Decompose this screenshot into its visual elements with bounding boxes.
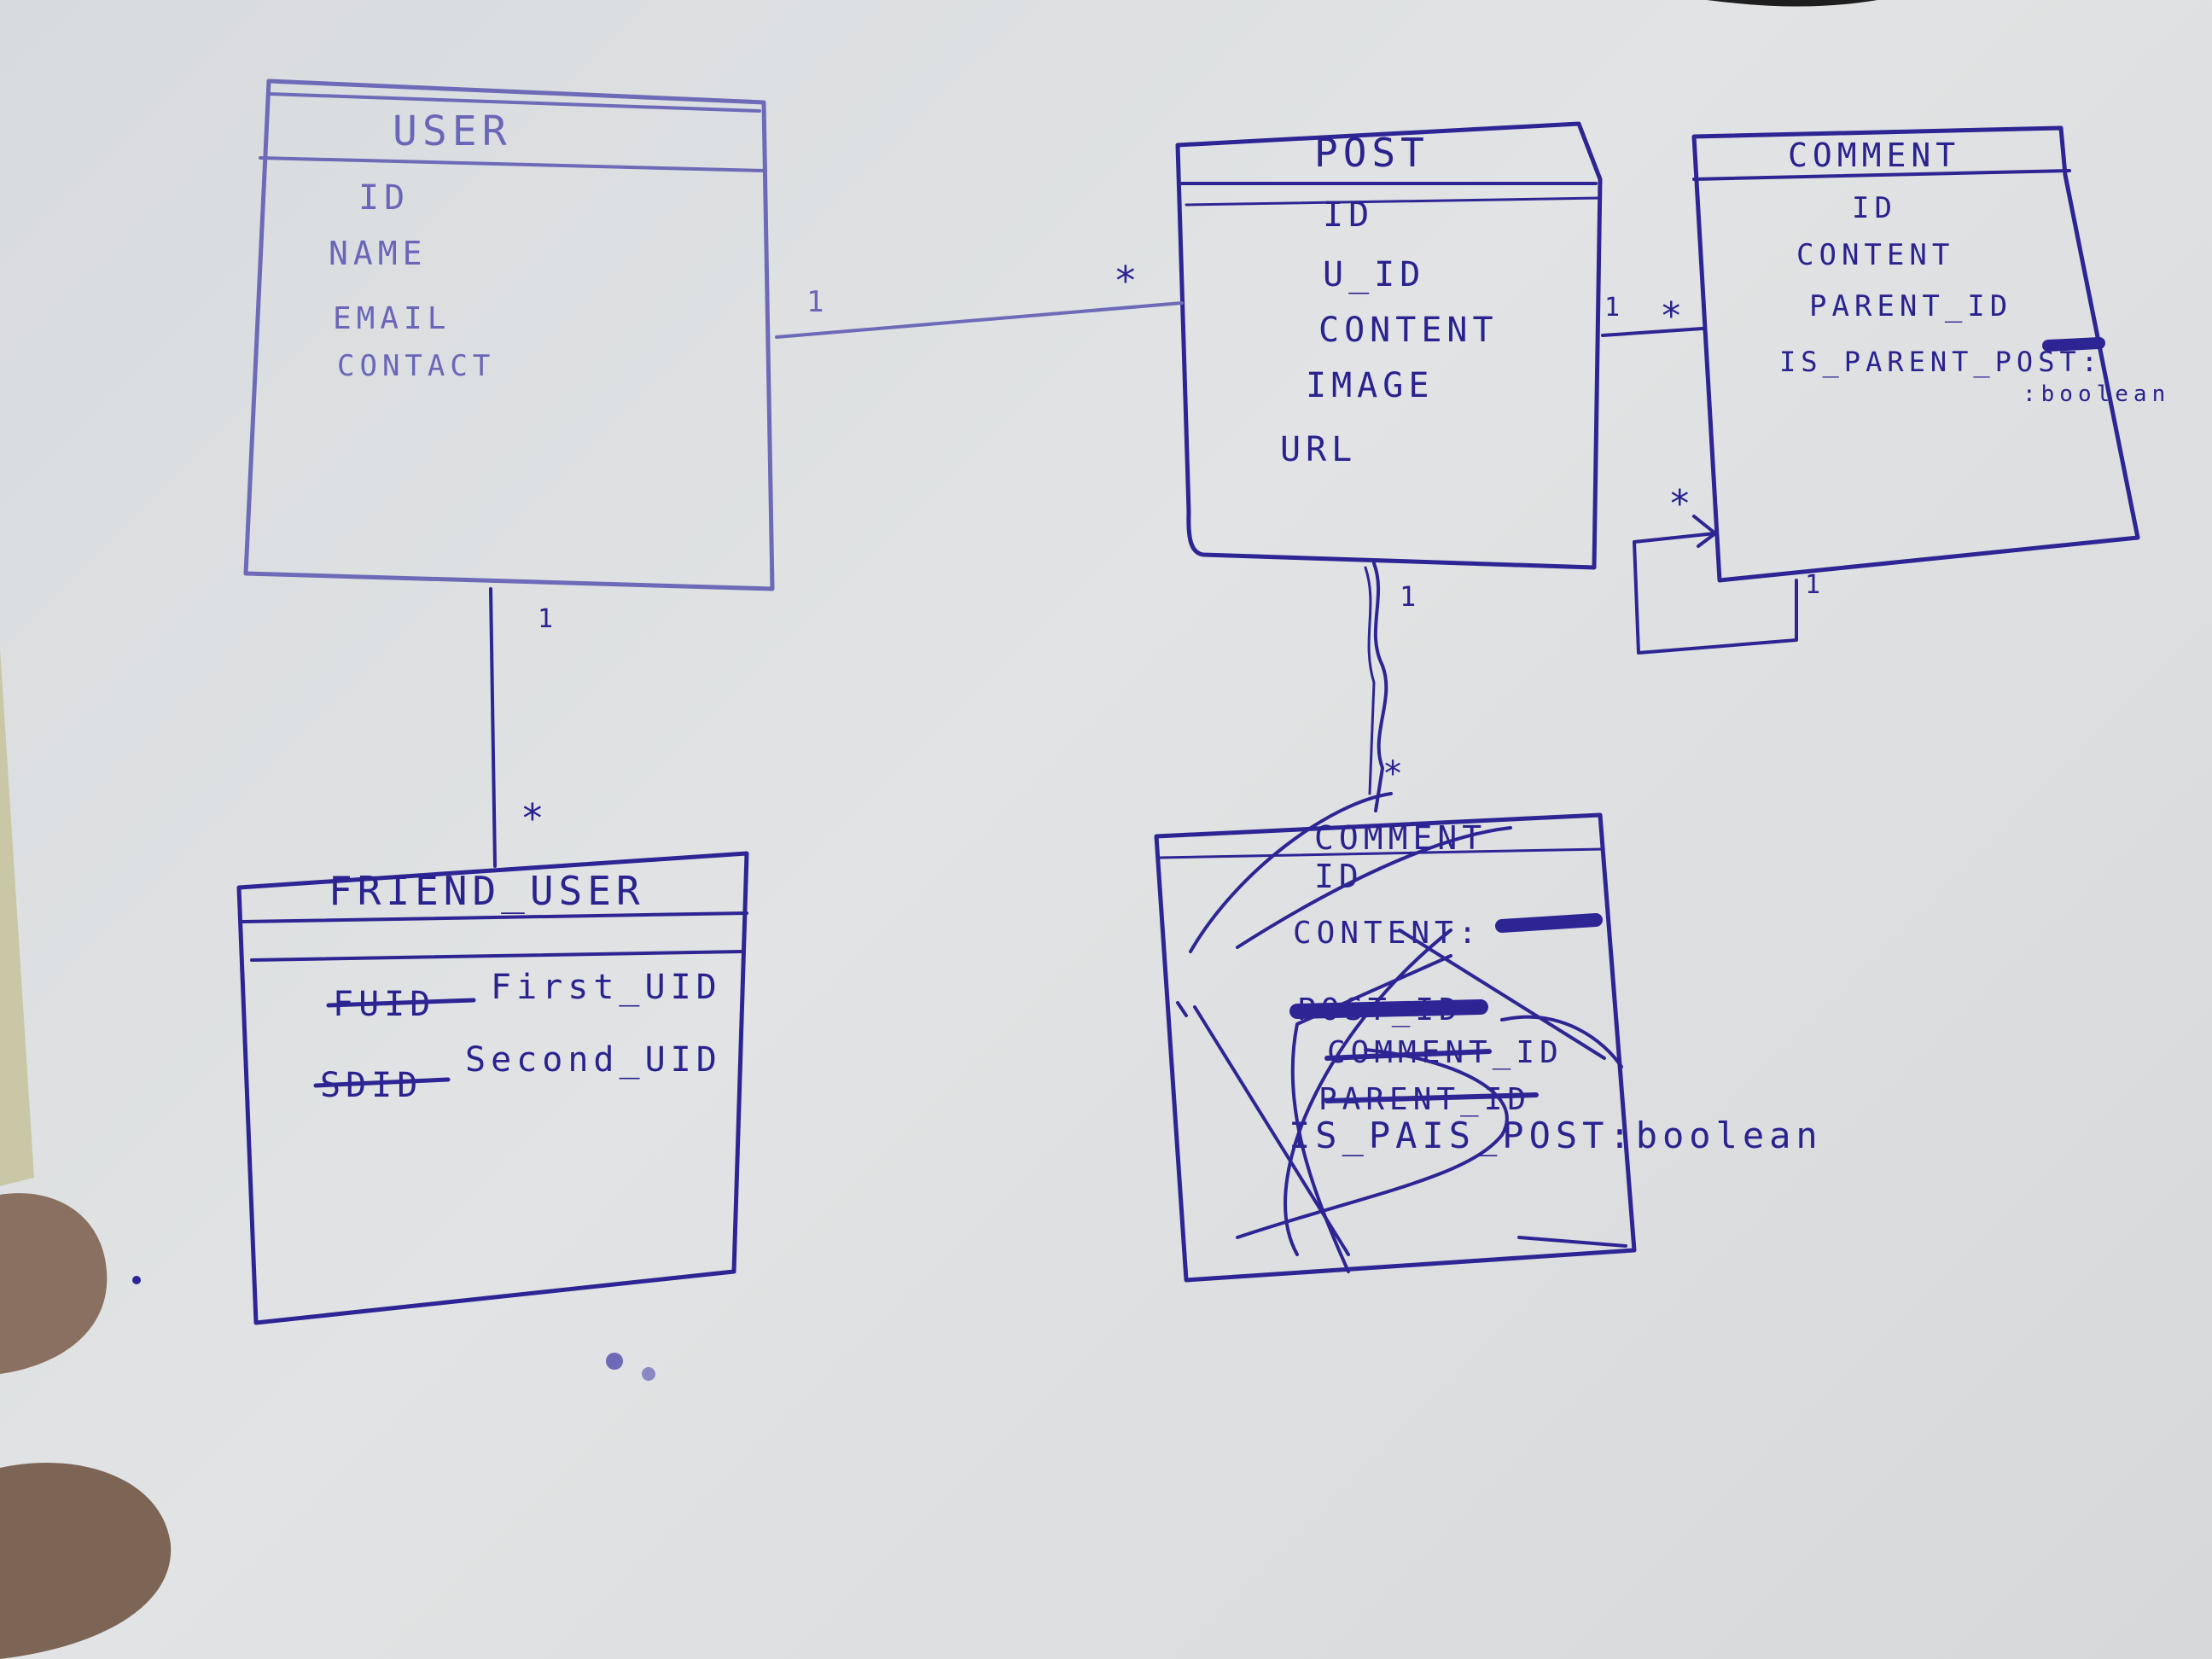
rel-comment-self-from: 1	[1805, 570, 1825, 600]
relation-comment-self: 1 *	[1633, 482, 1825, 655]
friend-user-title: FRIEND_USER	[329, 868, 645, 914]
user-field-1: ID	[358, 178, 410, 218]
draft-field-2: CONTENT:	[1293, 916, 1481, 951]
rel-post-draft-to: *	[1382, 754, 1408, 794]
entity-comment-draft: COMMENT ID CONTENT: POST_ID COMMENT_ID P…	[1154, 792, 1823, 1283]
entity-comment: COMMENT ID CONTENT PARENT_ID IS_PARENT_P…	[1691, 125, 2170, 583]
rel-post-comment-to: *	[1660, 294, 1688, 338]
user-field-3: EMAIL	[333, 301, 451, 336]
friend-field-1: FUID First_UID	[326, 968, 722, 1024]
rel-user-post-from: 1	[806, 285, 829, 319]
rel-user-friend-to: *	[521, 795, 550, 841]
comment-field-5: :boolean	[2023, 381, 2170, 407]
relation-user-post: 1 *	[775, 258, 1184, 339]
strike-line	[326, 998, 476, 1008]
friend-field-2: SDID Second_UID	[313, 1040, 722, 1105]
draft-title: COMMENT	[1314, 819, 1487, 857]
rel-post-comment-from: 1	[1604, 293, 1625, 323]
draft-field-6: IS_PAIS_POST:boolean	[1289, 1115, 1823, 1156]
comment-field-2: CONTENT	[1796, 238, 1954, 272]
hand-fingers	[0, 649, 172, 1659]
entity-post: POST ID U_ID CONTENT IMAGE URL	[1175, 121, 1603, 570]
post-field-3: CONTENT	[1318, 311, 1499, 350]
rel-post-draft-from: 1	[1400, 580, 1421, 613]
user-title: USER	[393, 108, 512, 155]
user-field-2: NAME	[329, 235, 428, 272]
comment-field-3: PARENT_ID	[1809, 289, 2012, 323]
user-field-4: CONTACT	[337, 349, 495, 383]
comment-field-4: IS_PARENT_POST:	[1779, 346, 2103, 378]
comment-field-1: ID	[1852, 191, 1897, 225]
draft-scribbles	[1176, 792, 1627, 1273]
relation-post-draft: 1 *	[1364, 562, 1421, 812]
corner-shadow	[1707, 0, 1877, 7]
rel-user-friend-from: 1	[538, 604, 558, 634]
comment-scribble	[2042, 337, 2105, 352]
rel-user-post-to: *	[1114, 258, 1143, 304]
friend-field-2-value: Second_UID	[465, 1040, 722, 1080]
comment-title: COMMENT	[1788, 137, 1960, 174]
post-field-2: U_ID	[1323, 255, 1425, 294]
entity-friend-user: FRIEND_USER FUID First_UID SDID Second_U…	[236, 851, 749, 1325]
relation-user-friend: 1 *	[489, 587, 558, 868]
post-field-5: URL	[1280, 430, 1357, 469]
entity-user: USER ID NAME EMAIL CONTACT	[243, 79, 775, 591]
rel-comment-self-to: *	[1668, 482, 1697, 526]
friend-field-1-value: First_UID	[491, 968, 722, 1007]
strike-line	[313, 1077, 451, 1088]
post-field-4: IMAGE	[1306, 366, 1434, 405]
relation-post-comment: 1 *	[1601, 293, 1704, 338]
post-field-1: ID	[1323, 195, 1374, 235]
post-title: POST	[1314, 130, 1429, 176]
stray-marks	[132, 1276, 655, 1381]
